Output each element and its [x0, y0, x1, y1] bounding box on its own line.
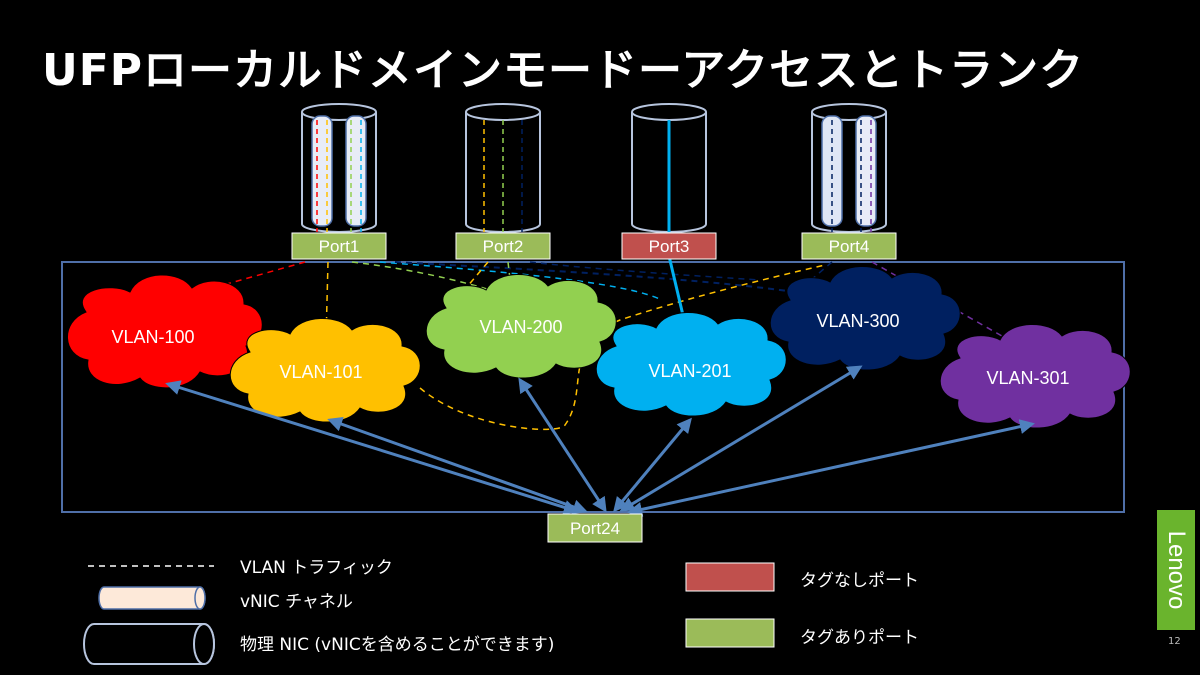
port2-box: Port2: [455, 232, 551, 260]
port1-box: Port1: [291, 232, 387, 260]
port3-box: Port3: [621, 232, 717, 260]
legend-untagged-port: タグなしポート: [800, 571, 919, 591]
svg-text:Port2: Port2: [483, 237, 524, 256]
legend-physical-nic-icon: [83, 623, 215, 665]
vlan-100-label: VLAN-100: [111, 327, 194, 347]
vlan-100-cloud: VLAN-100: [67, 274, 263, 389]
vlan-300-cloud: VLAN-300: [769, 266, 961, 371]
legend-vlan-traffic: VLAN トラフィック: [240, 558, 393, 578]
vnic-channel: [821, 115, 843, 227]
vlan-301-cloud: VLAN-301: [939, 324, 1131, 429]
vlan-101-label: VLAN-101: [279, 362, 362, 382]
vnic-channel: [855, 115, 877, 227]
vlan-300-label: VLAN-300: [816, 311, 899, 331]
vlan-201-cloud: VLAN-201: [595, 312, 787, 417]
legend-vnic-icon: [98, 586, 206, 610]
physical-nic-port3: [631, 103, 707, 233]
svg-text:Port3: Port3: [649, 237, 690, 256]
physical-nic-port2: [465, 103, 541, 233]
vnic-channel: [345, 115, 367, 227]
legend-vnic-channel: vNIC チャネル: [240, 592, 353, 612]
vnic-channel: [311, 115, 333, 227]
vlan-200-label: VLAN-200: [479, 317, 562, 337]
vlan-301-label: VLAN-301: [986, 368, 1069, 388]
physical-nic-port4: [811, 103, 887, 233]
legend-tagged-swatch: [685, 618, 775, 648]
svg-text:Port24: Port24: [570, 519, 620, 538]
port24-box: Port24: [547, 513, 643, 543]
svg-text:Port4: Port4: [829, 237, 870, 256]
legend-physical-nic: 物理 NIC (vNICを含めることができます): [240, 635, 555, 655]
svg-text:Port1: Port1: [319, 237, 360, 256]
vlan-101-cloud: VLAN-101: [229, 318, 421, 423]
vlan-200-cloud: VLAN-200: [425, 274, 617, 379]
trunk-arrows: [165, 365, 1035, 517]
lenovo-logo: Lenovo: [1157, 510, 1195, 630]
legend-tagged-port: タグありポート: [800, 628, 919, 648]
legend-untagged-swatch: [685, 562, 775, 592]
page-title: UFPローカルドメインモードーアクセスとトランク: [42, 45, 1085, 96]
vlan-201-label: VLAN-201: [648, 361, 731, 381]
physical-nic-port1: [301, 103, 377, 233]
page-number: 12: [1168, 636, 1181, 647]
port4-box: Port4: [801, 232, 897, 260]
